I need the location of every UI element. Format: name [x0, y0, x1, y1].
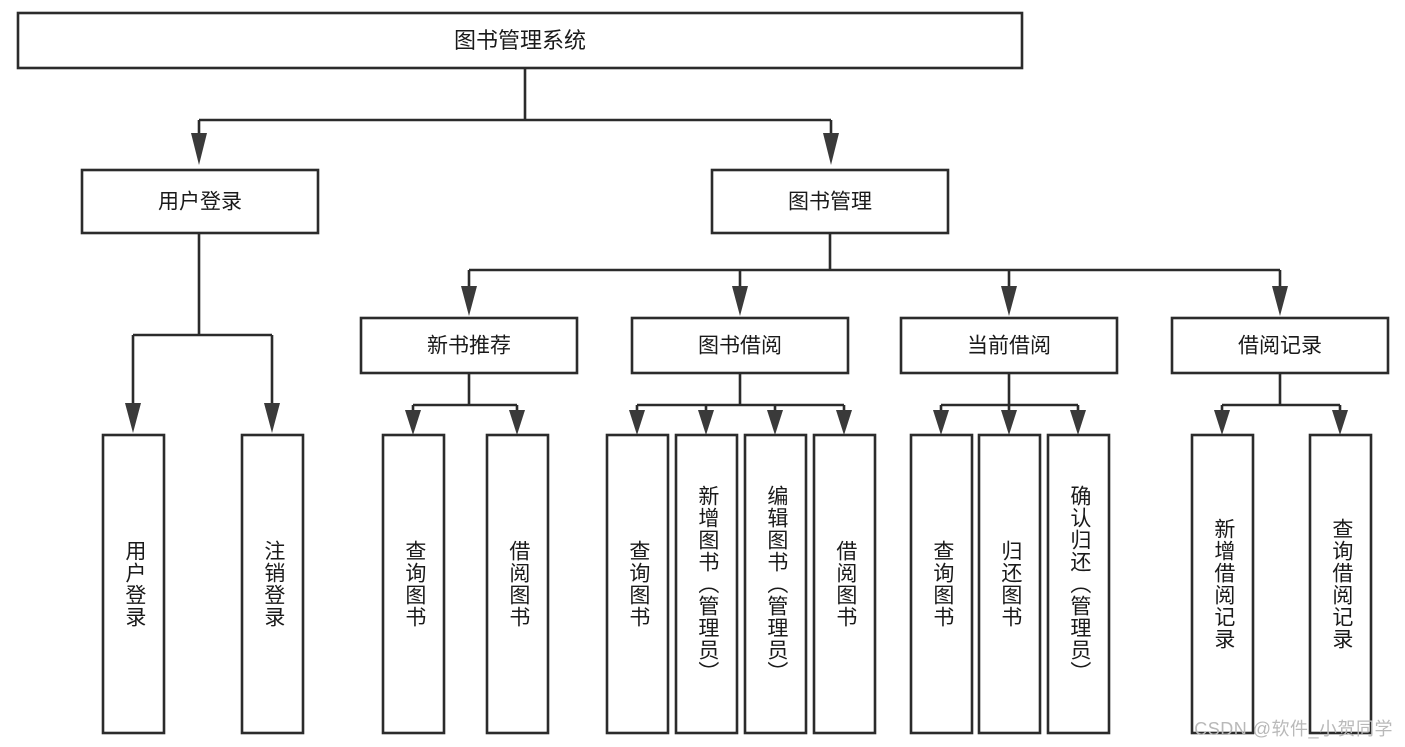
connector-new-book-to-leaves: [411, 373, 519, 412]
connector-borrow-record-to-leaves: [1220, 373, 1342, 412]
arrow-head-current-borrow-leaf-1: [1001, 410, 1017, 435]
leaf-box-current-borrow-2[interactable]: [1046, 433, 1111, 735]
arrow-head-borrow-record-leaf-1: [1332, 410, 1348, 435]
label-borrow-record: 借阅记录: [1238, 335, 1322, 358]
connector-book-borrow-to-leaves: [635, 373, 846, 412]
node-current-borrow-box[interactable]: [899, 316, 1119, 375]
leaf-box-borrow-record-0[interactable]: [1190, 433, 1255, 735]
label-user-login: 用户登录: [158, 191, 242, 214]
node-root-box[interactable]: [16, 11, 1024, 70]
arrow-head-to-new-book: [461, 286, 477, 316]
leaf-box-user-login-1[interactable]: [240, 433, 305, 735]
node-user-login-box[interactable]: [80, 168, 320, 235]
leaf-box-book-borrow-1[interactable]: [674, 433, 739, 735]
arrow-head-book-borrow-leaf-3: [836, 410, 852, 435]
arrow-head-current-borrow-leaf-2: [1070, 410, 1086, 435]
leaf-box-current-borrow-0[interactable]: [909, 433, 974, 735]
label-book-manage: 图书管理: [788, 191, 872, 214]
connector-current-borrow-to-leaves: [939, 373, 1080, 412]
arrow-head-to-current-borrow: [1001, 286, 1017, 316]
leaf-box-book-borrow-0[interactable]: [605, 433, 670, 735]
leaf-box-user-login-0[interactable]: [101, 433, 166, 735]
arrow-head-new-book-leaf-1: [509, 410, 525, 435]
leaf-box-new-book-0[interactable]: [381, 433, 446, 735]
arrow-head-user-login-leaf-0: [125, 403, 141, 433]
leaf-box-book-borrow-2[interactable]: [743, 433, 808, 735]
arrow-head-borrow-record-leaf-0: [1214, 410, 1230, 435]
arrow-head-book-borrow-leaf-1: [698, 410, 714, 435]
arrow-head-to-user-login: [191, 133, 207, 165]
arrow-head-to-book-borrow: [732, 286, 748, 316]
label-new-book: 新书推荐: [427, 335, 511, 358]
arrow-head-to-book-manage: [823, 133, 839, 165]
connector-book-manage-to-level3: [467, 233, 1282, 288]
arrow-head-book-borrow-leaf-2: [767, 410, 783, 435]
node-new-book-box[interactable]: [359, 316, 579, 375]
watermark-text: CSDN @软件_小贺同学: [1194, 719, 1393, 739]
label-current-borrow: 当前借阅: [967, 335, 1051, 358]
leaf-box-borrow-record-1[interactable]: [1308, 433, 1373, 735]
connector-root-to-level2: [197, 68, 833, 135]
leaf-box-current-borrow-1[interactable]: [977, 433, 1042, 735]
connector-user-login-to-leaves: [131, 233, 274, 405]
leaf-box-new-book-1[interactable]: [485, 433, 550, 735]
arrow-head-to-borrow-record: [1272, 286, 1288, 316]
leaf-box-book-borrow-3[interactable]: [812, 433, 877, 735]
label-book-borrow: 图书借阅: [698, 335, 782, 358]
arrow-head-new-book-leaf-0: [405, 410, 421, 435]
arrow-head-book-borrow-leaf-0: [629, 410, 645, 435]
arrow-head-user-login-leaf-1: [264, 403, 280, 433]
arrow-head-current-borrow-leaf-0: [933, 410, 949, 435]
label-root: 图书管理系统: [454, 28, 586, 53]
